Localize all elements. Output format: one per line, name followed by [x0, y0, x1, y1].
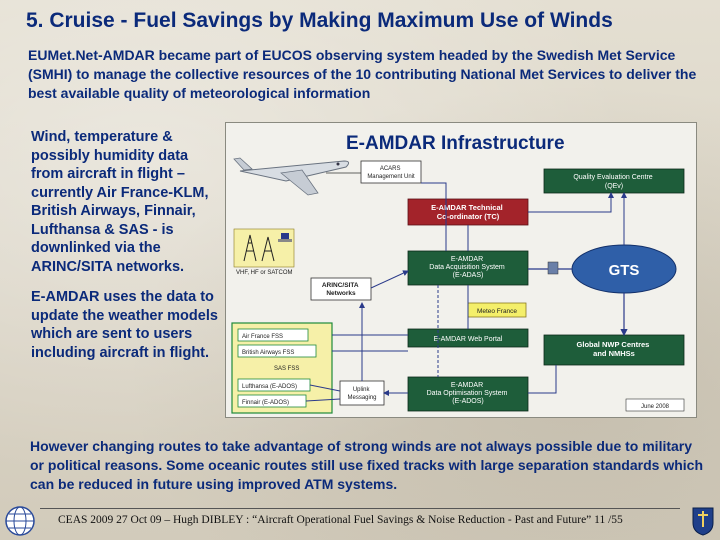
global-nwp-label-2: and NMHSs [593, 349, 635, 358]
bottom-paragraph: However changing routes to take advantag… [30, 438, 703, 492]
acars-label-1: ACARS [380, 166, 401, 172]
quality-label-2: (QEv) [605, 183, 623, 190]
svg-text:ARINC/SITA Networks: ARINC/SITA Networks [322, 282, 360, 297]
svg-text:ACARS Management Unit: ACARS Management Unit [367, 166, 415, 180]
quality-label-1: Quality Evaluation Centre [573, 174, 652, 181]
left-column: Wind, temperature & possibly humidity da… [31, 128, 221, 374]
tech-coord-label-1: E-AMDAR Technical [431, 203, 503, 212]
diagram-date: June 2008 [641, 404, 670, 410]
diagram-title: E-AMDAR Infrastructure [346, 133, 565, 154]
tech-coord-box [407, 198, 529, 226]
acquisition-label-3: (E-ADAS) [453, 272, 484, 279]
svg-text:E-AMDAR Data Acquisition: E-AMDAR Data Acquisition System (E-ADAS) [429, 256, 506, 279]
global-nwp-label-1: Global NWP Centres [577, 340, 650, 349]
web-portal-label: E-AMDAR Web Portal [434, 336, 503, 343]
globe-logo-icon [5, 506, 35, 536]
meteofrance-label: Meteo France [477, 308, 517, 315]
ba-fss-label: British Airways FSS [242, 350, 294, 356]
crest-logo-icon [692, 507, 714, 536]
svg-text:Quality Evaluation Centre: Quality Evaluation Centre (QEv) [573, 174, 654, 190]
acquisition-label-2: Data Acquisition System [429, 264, 505, 271]
arinc-label-2: Networks [326, 290, 356, 297]
footer-divider [40, 508, 680, 509]
lufthansa-label: Lufthansa (E-ADOS) [242, 384, 297, 390]
svg-text:Uplink Messaging: Uplink Messaging [347, 387, 376, 401]
infrastructure-diagram: E-AMDAR Infrastructure ACARS Management … [225, 122, 697, 418]
arinc-label-1: ARINC/SITA [322, 282, 359, 289]
uplink-label-1: Uplink [353, 387, 371, 393]
date-box [625, 398, 685, 412]
airfrance-fss-label: Air France FSS [242, 334, 283, 340]
satellite-icon [278, 233, 292, 242]
quality-box [543, 168, 685, 194]
uplink-label-2: Messaging [347, 395, 376, 401]
vhf-label: VHF, HF or SATCOM [236, 270, 293, 276]
global-nwp-box [543, 334, 685, 366]
svg-text:E-AMDAR Technical Co-ord: E-AMDAR Technical Co-ordinator (TC) [431, 203, 505, 221]
svg-text:Global NWP Centres and N: Global NWP Centres and NMHSs [577, 340, 652, 358]
left-paragraph-1: Wind, temperature & possibly humidity da… [31, 129, 209, 275]
intro-paragraph: EUMet.Net-AMDAR became part of EUCOS obs… [28, 47, 697, 101]
optimisation-label-2: Data Optimisation System [427, 390, 508, 397]
uplink-box [339, 380, 385, 406]
gts-label: GTS [609, 262, 640, 279]
left-paragraph-2: E-AMDAR uses the data to update the weat… [31, 289, 218, 361]
finnair-label: Finnair (E-ADOS) [242, 400, 289, 406]
acars-label-2: Management Unit [367, 174, 415, 180]
optimisation-label-1: E-AMDAR [451, 382, 483, 389]
airfrance-fss-box [237, 328, 309, 342]
sas-fss-label: SAS FSS [274, 366, 299, 372]
slide-title: 5. Cruise - Fuel Savings by Making Maxim… [26, 9, 613, 32]
footer-text: CEAS 2009 27 Oct 09 – Hugh DIBLEY : “Air… [58, 514, 623, 526]
ba-fss-box [237, 344, 317, 358]
optimisation-box [407, 376, 529, 412]
acquisition-label-1: E-AMDAR [451, 256, 483, 263]
svg-text:E-AMDAR Data Optimisatio: E-AMDAR Data Optimisation System (E-ADOS… [427, 382, 510, 405]
antenna-icon [233, 228, 295, 268]
acars-box [360, 160, 422, 184]
gts-connector-icon [547, 261, 559, 275]
tech-coord-label-2: Co-ordinator (TC) [437, 212, 500, 221]
optimisation-label-3: (E-ADOS) [452, 398, 484, 405]
arinc-box [310, 277, 372, 301]
acquisition-box [407, 250, 529, 286]
airplane-icon [233, 157, 350, 196]
